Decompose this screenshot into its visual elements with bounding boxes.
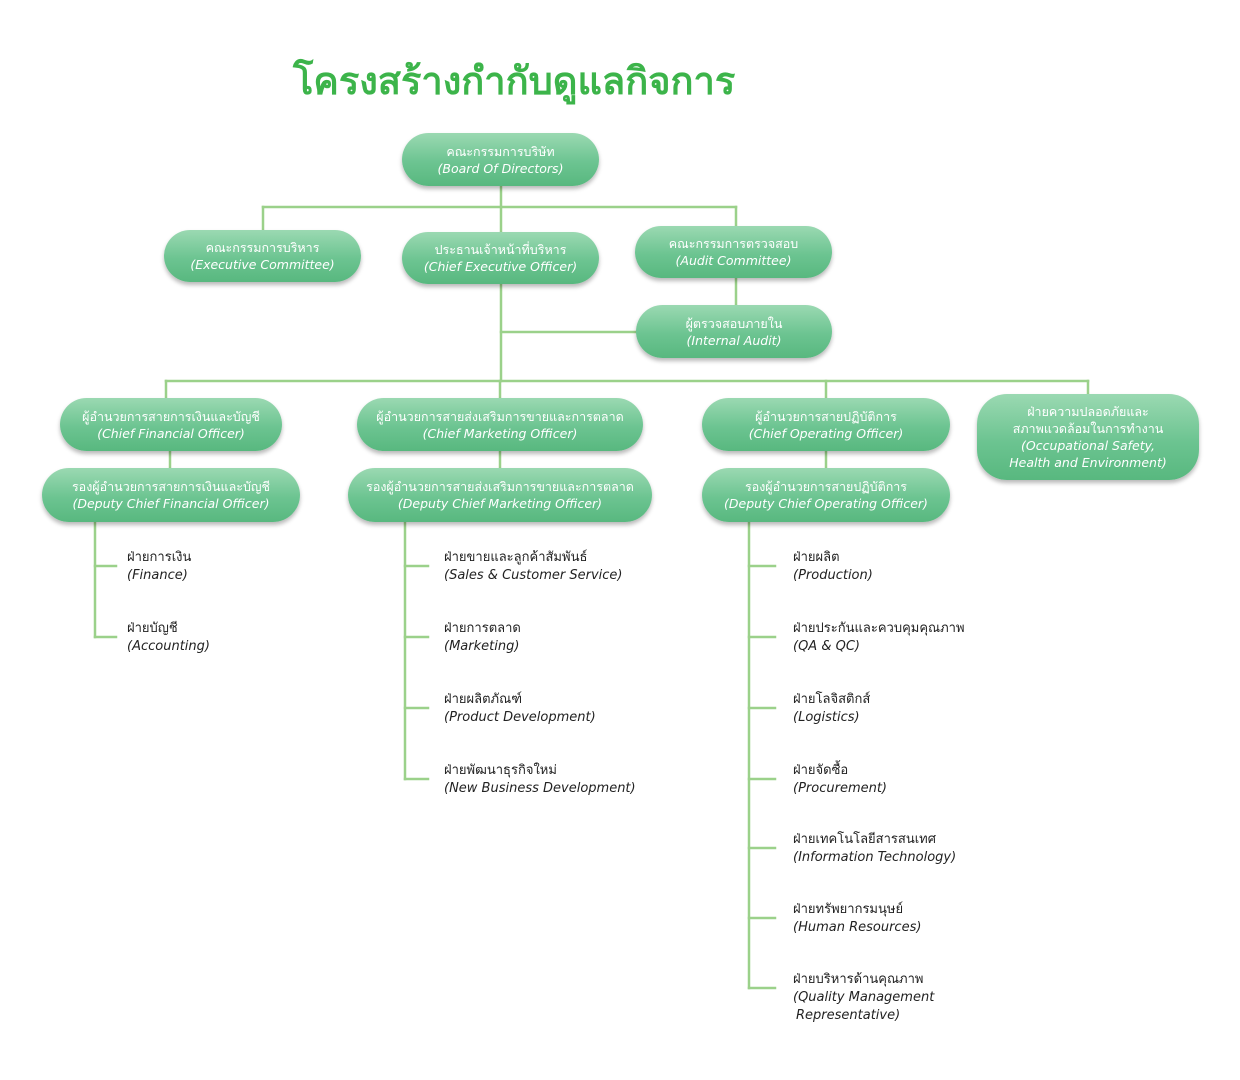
deputy-coo-box: รองผู้อำนวยการสายปฏิบัติการ (Deputy Chie… [702,468,950,522]
dept-product-development: ฝ่ายผลิตภัณฑ์ (Product Development) [444,691,596,727]
cmo-box: ผู้อำนวยการสายส่งเสริมการขายและการตลาด (… [357,398,643,451]
dept-label-th: ฝ่ายบัญชี [127,621,178,636]
box-label-en: Health and Environment) [1009,455,1167,470]
deputy-cfo-box: รองผู้อำนวยการสายการเงินและบัญชี (Deputy… [42,468,300,522]
box-label-en: (Internal Audit) [686,332,782,348]
dept-label-th: ฝ่ายทรัพยากรมนุษย์ [793,902,904,917]
safety-environment-box: ฝ่ายความปลอดภัยและ สภาพแวดล้อมในการทำงาน… [977,394,1199,480]
box-label-th: รองผู้อำนวยการสายการเงินและบัญชี [71,479,271,494]
dept-human-resources: ฝ่ายทรัพยากรมนุษย์ (Human Resources) [793,901,921,937]
executive-committee-box: คณะกรรมการบริหาร (Executive Committee) [164,230,361,282]
dept-label-en: (Procurement) [793,781,888,796]
box-label-en: (Chief Executive Officer) [423,259,578,274]
dept-marketing: ฝ่ายการตลาด (Marketing) [444,620,521,656]
dept-label-en: (Accounting) [127,639,210,654]
dept-label-en: (Information Technology) [793,850,957,865]
audit-committee-box: คณะกรรมการตรวจสอบ (Audit Committee) [635,226,832,278]
box-label-th: ผู้อำนวยการสายปฏิบัติการ [755,408,897,424]
box-label-th: ฝ่ายความปลอดภัยและ [1027,404,1149,419]
box-label-en: (Audit Committee) [675,253,792,268]
box-label-en: (Chief Financial Officer) [97,425,245,441]
dept-label-en: (Marketing) [444,639,520,654]
box-label-th: ผู้อำนวยการสายส่งเสริมการขายและการตลาด [376,408,624,424]
board-of-directors-box: คณะกรรมการบริษัท (Board Of Directors) [402,133,599,186]
dept-accounting: ฝ่ายบัญชี (Accounting) [127,620,210,656]
dept-quality-management: ฝ่ายบริหารด้านคุณภาพ (Quality Management… [793,971,934,1025]
dept-new-business-development: ฝ่ายพัฒนาธุรกิจใหม่ (New Business Develo… [444,762,636,798]
internal-audit-box: ผู้ตรวจสอบภายใน (Internal Audit) [636,305,832,358]
dept-information-technology: ฝ่ายเทคโนโลยีสารสนเทศ (Information Techn… [793,831,956,867]
coo-box: ผู้อำนวยการสายปฏิบัติการ (Chief Operatin… [702,398,950,451]
dept-label-th: ฝ่ายขายและลูกค้าสัมพันธ์ [444,550,588,565]
dept-label-en: (Human Resources) [793,920,922,935]
box-label-th: สภาพแวดล้อมในการทำงาน [1012,421,1164,436]
dept-finance: ฝ่ายการเงิน (Finance) [127,549,191,585]
box-label-th: ประธานเจ้าหน้าที่บริหาร [434,242,567,257]
box-label-th: คณะกรรมการตรวจสอบ [668,236,799,251]
box-label-th: คณะกรรมการบริหาร [205,240,320,255]
dept-sales-customer-service: ฝ่ายขายและลูกค้าสัมพันธ์ (Sales & Custom… [444,549,622,585]
box-label-en: (Chief Marketing Officer) [422,425,578,441]
ceo-box: ประธานเจ้าหน้าที่บริหาร (Chief Executive… [402,232,599,284]
dept-label-en: (Sales & Customer Service) [444,568,623,583]
dept-label-th: ฝ่ายการเงิน [127,550,192,565]
dept-label-th: ฝ่ายผลิตภัณฑ์ [444,692,522,707]
dept-label-th: ฝ่ายโลจิสติกส์ [793,692,871,707]
box-label-th: ผู้ตรวจสอบภายใน [685,315,783,331]
dept-logistics: ฝ่ายโลจิสติกส์ (Logistics) [793,691,870,727]
dept-label-en: (Quality Management [793,990,935,1005]
dept-production: ฝ่ายผลิต (Production) [793,549,873,585]
dept-label-th: ฝ่ายประกันและควบคุมคุณภาพ [793,621,965,636]
box-label-th: รองผู้อำนวยการสายส่งเสริมการขายและการตลา… [366,479,634,494]
dept-label-th: ฝ่ายเทคโนโลยีสารสนเทศ [793,832,936,847]
dept-label-en: (New Business Development) [444,781,636,796]
box-label-en: (Deputy Chief Marketing Officer) [397,496,603,511]
dept-label-th: ฝ่ายจัดซื้อ [793,763,849,778]
box-label-en: (Deputy Chief Operating Officer) [724,496,928,511]
box-label-en: (Chief Operating Officer) [748,425,904,441]
dept-label-en: (Finance) [127,568,188,583]
dept-label-th: ฝ่ายบริหารด้านคุณภาพ [793,972,924,987]
box-label-en: (Deputy Chief Financial Officer) [72,496,270,511]
dept-label-en: (QA & QC) [793,639,860,654]
dept-label-en: (Production) [793,568,873,583]
page-title: โครงสร้างกำกับดูแลกิจการ [293,59,736,103]
box-label-th: รองผู้อำนวยการสายปฏิบัติการ [744,479,908,494]
dept-label-en: (Product Development) [444,710,596,725]
dept-qa-qc: ฝ่ายประกันและควบคุมคุณภาพ (QA & QC) [793,620,965,656]
box-label-en: (Board Of Directors) [437,160,564,176]
dept-label-th: ฝ่ายพัฒนาธุรกิจใหม่ [444,763,557,778]
dept-label-en: Representative) [796,1008,901,1023]
dept-procurement: ฝ่ายจัดซื้อ (Procurement) [793,762,887,798]
box-label-en: (Occupational Safety, [1020,438,1155,453]
box-label-th: คณะกรรมการบริษัท [446,143,555,159]
dept-label-th: ฝ่ายการตลาด [444,621,521,636]
box-label-en: (Executive Committee) [190,257,335,272]
dept-label-en: (Logistics) [793,710,860,725]
dept-label-th: ฝ่ายผลิต [793,550,840,565]
deputy-cmo-box: รองผู้อำนวยการสายส่งเสริมการขายและการตลา… [348,468,652,522]
cfo-box: ผู้อำนวยการสายการเงินและบัญชี (Chief Fin… [60,398,282,451]
box-label-th: ผู้อำนวยการสายการเงินและบัญชี [82,408,260,424]
